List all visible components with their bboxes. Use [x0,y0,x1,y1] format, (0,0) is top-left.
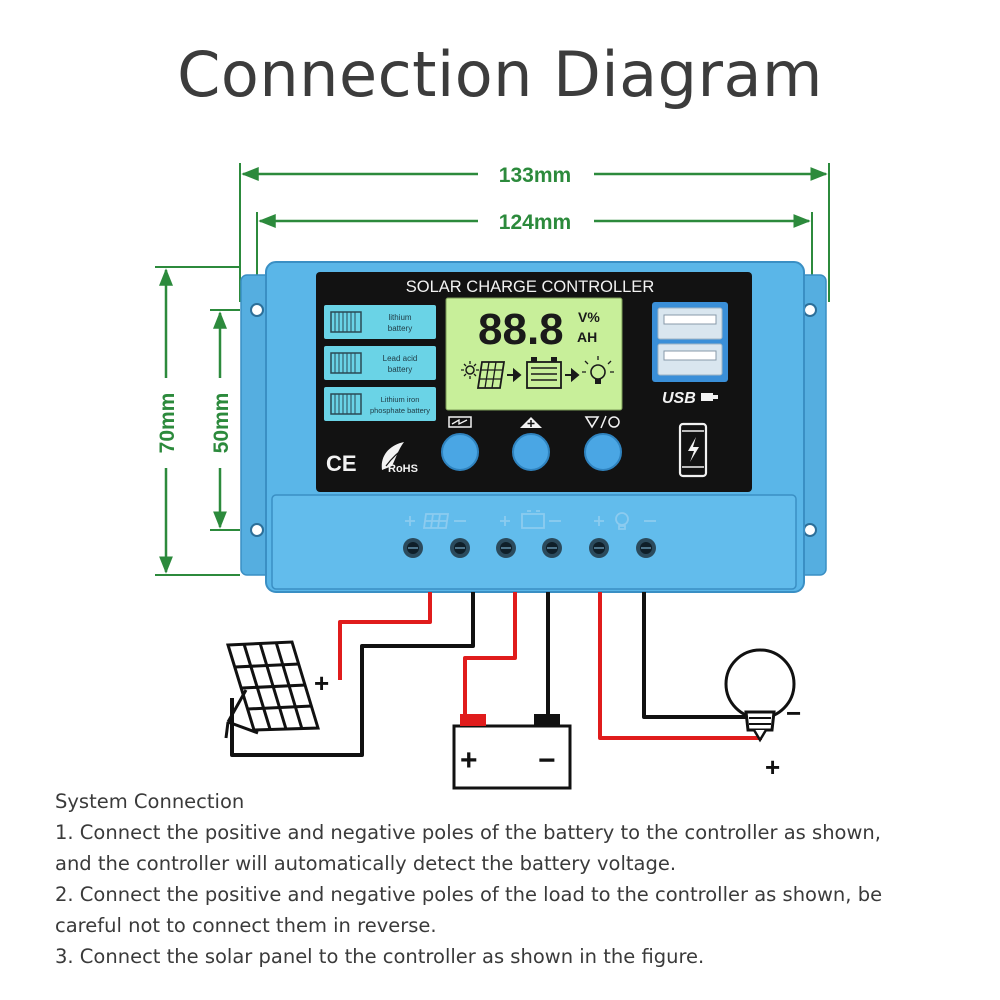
load-negative-wire [642,592,748,719]
panel-header: SOLAR CHARGE CONTROLLER [406,278,655,296]
mounting-hole [803,303,817,317]
load-minus-sign: − [786,698,801,728]
mounting-hole [250,303,264,317]
down-light-button[interactable] [584,433,622,471]
up-icon [520,417,542,428]
lcd-unit-bottom: AH [577,329,597,345]
lcd-arrow-icon [507,367,522,383]
usb-plug-icon [701,393,718,401]
lcd-battery-icon [526,357,562,389]
usb-label: USB [662,390,696,407]
battery-icon [452,714,572,790]
rohs-mark: RoHS [381,442,418,475]
menu-button[interactable] [441,433,479,471]
svg-text:Lead acid: Lead acid [383,354,418,363]
sun-icon [461,361,479,379]
page-title: Connection Diagram [177,38,823,111]
down-light-icon [584,415,620,429]
connection-diagram: 133mm 124mm 70mm 50mm SOLAR CHARGE CONTR… [155,163,830,790]
dimension-label-70mm: 70mm [156,393,179,454]
svg-text:lithium: lithium [388,313,411,322]
instruction-step-1b: and the controller will automatically de… [55,852,677,875]
instruction-step-2a: 2. Connect the positive and negative pol… [55,883,883,906]
load-plus-sign: + [765,752,780,782]
load-positive-wire [598,592,762,740]
battery-positive-wire [463,592,517,716]
svg-text:RoHS: RoHS [388,463,418,475]
system-connection-instructions: System Connection 1. Connect the positiv… [55,786,980,972]
lcd-unit-top: V% [578,309,600,325]
svg-text:Lithium iron: Lithium iron [381,395,420,404]
ce-mark: CE [326,451,357,476]
svg-text:phosphate battery: phosphate battery [370,406,430,415]
instruction-step-1a: 1. Connect the positive and negative pol… [55,821,881,844]
lcd-arrow-icon [565,367,580,383]
wiring [230,592,762,757]
svg-text:battery: battery [388,365,412,374]
solar-panel-icon [224,640,321,739]
battery-type-lifepo4: Lithium iron phosphate battery [324,387,436,421]
lcd-display: 88.8 V% AH [445,297,623,411]
charge-controller: SOLAR CHARGE CONTROLLER lithium battery … [240,261,827,593]
dimension-50mm: 50mm [210,309,240,531]
menu-icon [448,416,472,428]
mounting-hole [803,523,817,537]
lcd-digits: 88.8 [478,305,564,354]
up-button[interactable] [512,433,550,471]
dimension-70mm: 70mm [155,266,240,576]
terminal-block [271,494,797,590]
mounting-hole [250,523,264,537]
solar-positive-wire [338,592,432,680]
battery-plus-sign: + [460,744,478,777]
light-bulb-icon [724,648,796,743]
battery-type-lead-acid: Lead acid battery [324,346,436,380]
battery-minus-sign: − [538,744,556,777]
dimension-133mm: 133mm [239,163,830,302]
usb-ports [652,302,728,382]
instructions-heading: System Connection [55,790,245,813]
lcd-solar-panel-icon [476,361,506,389]
dimension-label-124mm: 124mm [499,211,571,234]
lcd-bulb-icon [582,356,614,384]
instruction-step-2b: careful not to connect them in reverse. [55,914,437,937]
dimension-label-133mm: 133mm [499,164,571,187]
terminal-screws [403,538,656,558]
phone-charging-icon [678,422,708,478]
dimension-label-50mm: 50mm [210,393,233,454]
solar-plus-sign: + [314,668,329,698]
instruction-step-3: 3. Connect the solar panel to the contro… [55,945,705,968]
terminal-symbols [405,510,656,530]
solar-negative-wire [230,592,475,757]
battery-type-lithium: lithium battery [324,305,436,339]
dimension-124mm: 124mm [256,211,813,302]
svg-text:battery: battery [388,324,412,333]
